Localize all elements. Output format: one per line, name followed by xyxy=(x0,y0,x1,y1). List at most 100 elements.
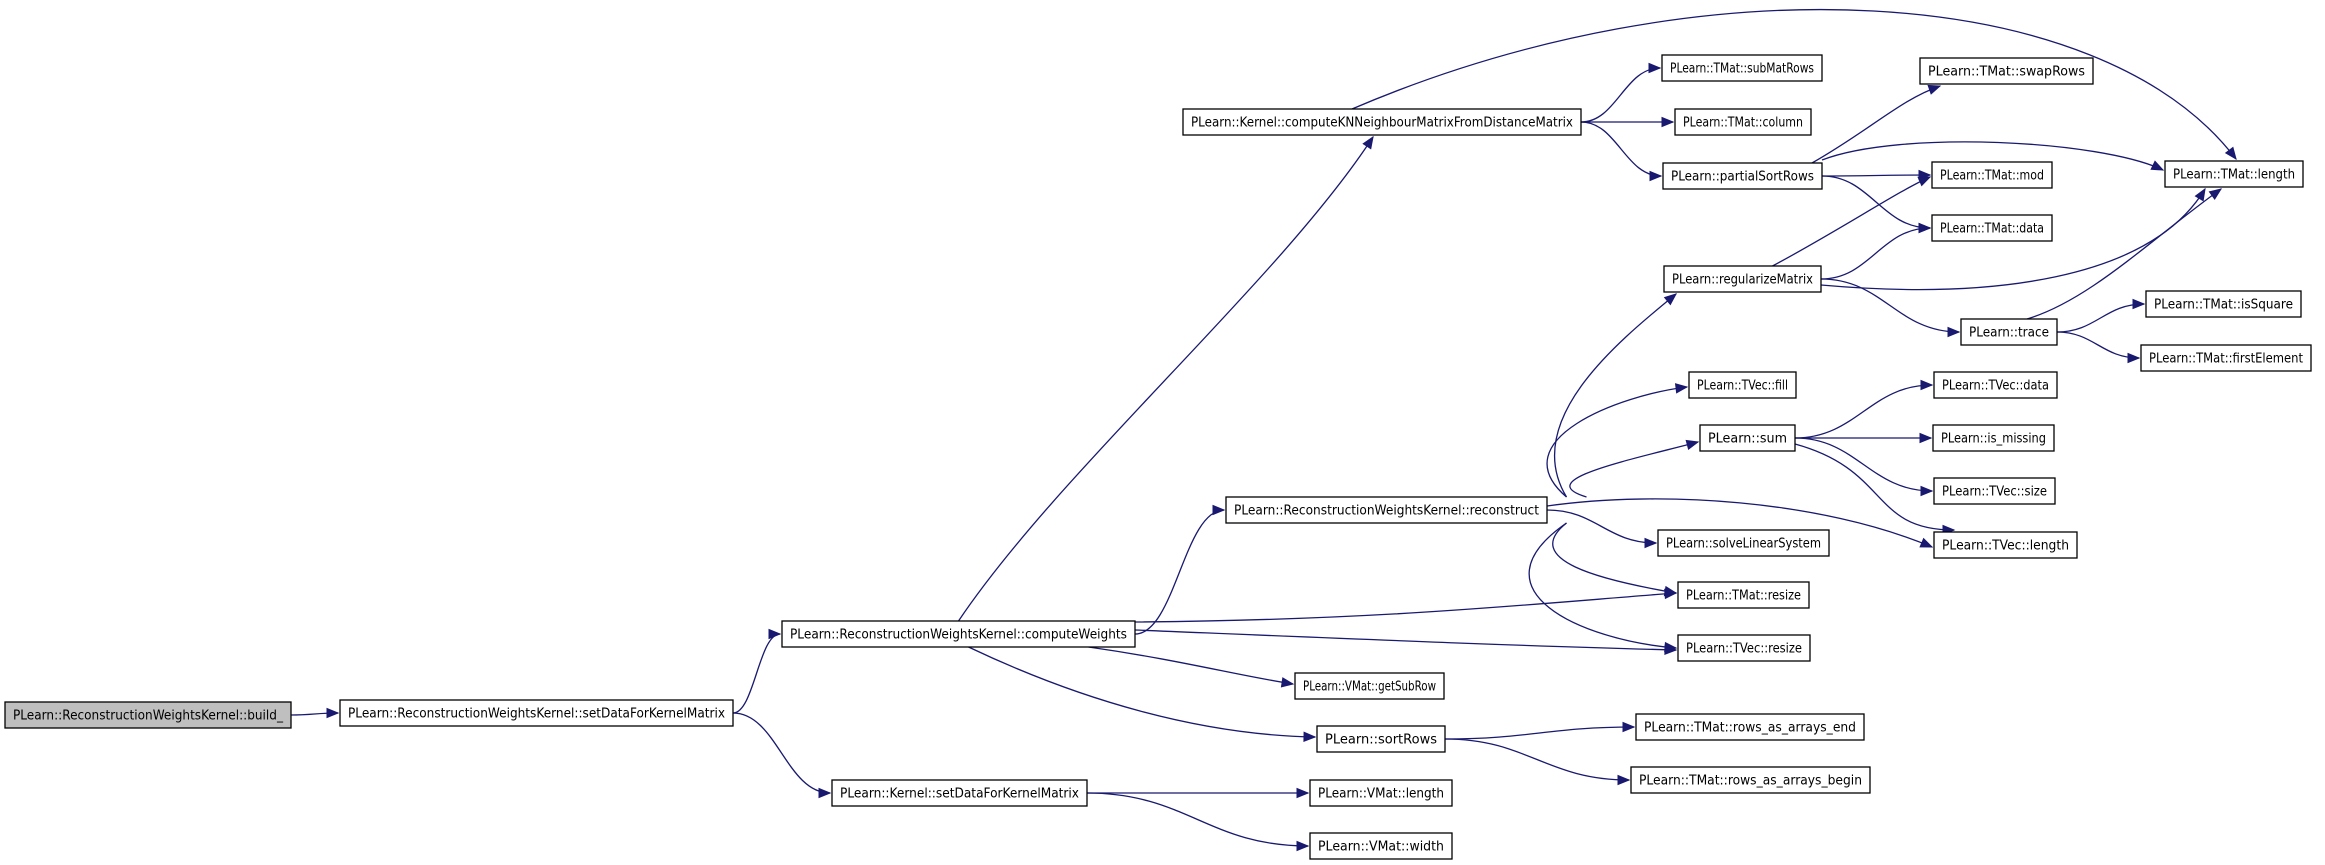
node-box[interactable] xyxy=(4,701,292,729)
node-box[interactable] xyxy=(1677,634,1811,662)
node-sortRows[interactable]: PLearn::sortRows xyxy=(1316,725,1446,753)
edge-setData-to-computeWeights xyxy=(732,633,781,714)
node-box[interactable] xyxy=(1309,832,1453,860)
node-label: PLearn::TVec::length xyxy=(1942,539,2069,554)
node-box[interactable] xyxy=(1657,529,1830,557)
node-box[interactable] xyxy=(1931,161,2053,189)
edge-partialSortRows-to-tmatMod xyxy=(1821,174,1931,177)
node-label: PLearn::TMat::isSquare xyxy=(2154,298,2293,313)
node-label: PLearn::TMat::rows_as_arrays_end xyxy=(1644,721,1856,736)
node-computeWeights[interactable]: PLearn::ReconstructionWeightsKernel::com… xyxy=(781,620,1136,648)
node-sum[interactable]: PLearn::sum xyxy=(1699,424,1796,452)
node-label: PLearn::sum xyxy=(1708,432,1787,447)
node-rowsBegin[interactable]: PLearn::TMat::rows_as_arrays_begin xyxy=(1630,766,1871,794)
node-regularizeMatrix[interactable]: PLearn::regularizeMatrix xyxy=(1663,265,1822,293)
node-box[interactable] xyxy=(1674,108,1812,136)
node-box[interactable] xyxy=(1661,54,1823,82)
node-box[interactable] xyxy=(1932,424,2055,452)
node-setData[interactable]: PLearn::ReconstructionWeightsKernel::set… xyxy=(339,699,734,727)
node-label: PLearn::VMat::width xyxy=(1318,840,1444,855)
edge-arrowhead xyxy=(1661,116,1675,128)
edge-arrowhead xyxy=(2224,146,2237,161)
node-computeKNN[interactable]: PLearn::Kernel::computeKNNeighbourMatrix… xyxy=(1182,108,1582,136)
node-box[interactable] xyxy=(1933,477,2056,505)
node-label: PLearn::TMat::rows_as_arrays_begin xyxy=(1639,774,1862,789)
node-tvecResize[interactable]: PLearn::TVec::resize xyxy=(1677,634,1811,662)
call-graph-edges xyxy=(290,8,2237,852)
node-firstElement[interactable]: PLearn::TMat::firstElement xyxy=(2140,344,2312,372)
node-box[interactable] xyxy=(1931,214,2053,242)
node-reconstruct[interactable]: PLearn::ReconstructionWeightsKernel::rec… xyxy=(1225,496,1548,524)
node-label: PLearn::TVec::fill xyxy=(1697,379,1788,394)
node-kernelSetData[interactable]: PLearn::Kernel::setDataForKernelMatrix xyxy=(831,779,1088,807)
node-box[interactable] xyxy=(2164,160,2304,188)
edge-arrowhead xyxy=(1362,135,1374,150)
node-box[interactable] xyxy=(1688,371,1797,399)
node-tvecFill[interactable]: PLearn::TVec::fill xyxy=(1688,371,1797,399)
node-solveLinearSystem[interactable]: PLearn::solveLinearSystem xyxy=(1657,529,1830,557)
node-vmatWidth[interactable]: PLearn::VMat::width xyxy=(1309,832,1453,860)
node-tvecSize[interactable]: PLearn::TVec::size xyxy=(1933,477,2056,505)
node-label: PLearn::ReconstructionWeightsKernel::bui… xyxy=(13,709,283,724)
node-rowsEnd[interactable]: PLearn::TMat::rows_as_arrays_end xyxy=(1635,713,1865,741)
node-box[interactable] xyxy=(1960,318,2058,346)
node-box[interactable] xyxy=(1663,265,1822,293)
node-box[interactable] xyxy=(1635,713,1865,741)
node-box[interactable] xyxy=(1630,766,1871,794)
edge-arrowhead xyxy=(1303,731,1317,743)
node-label: PLearn::TMat::swapRows xyxy=(1928,65,2085,80)
node-label: PLearn::VMat::getSubRow xyxy=(1303,680,1436,695)
edge-arrowhead xyxy=(1617,774,1631,786)
node-label: PLearn::TMat::data xyxy=(1940,222,2044,237)
node-trace[interactable]: PLearn::trace xyxy=(1960,318,2058,346)
node-box[interactable] xyxy=(1182,108,1582,136)
node-box[interactable] xyxy=(1225,496,1548,524)
node-box[interactable] xyxy=(2140,344,2312,372)
node-box[interactable] xyxy=(1933,371,2058,399)
node-box[interactable] xyxy=(1309,779,1453,807)
edge-arrowhead xyxy=(1280,677,1295,688)
edge-computeKNN-to-subMatRows xyxy=(1580,67,1661,123)
edge-arrowhead xyxy=(1212,504,1226,516)
node-box[interactable] xyxy=(831,779,1088,807)
node-isMissing[interactable]: PLearn::is_missing xyxy=(1932,424,2055,452)
node-tmatLength[interactable]: PLearn::TMat::length xyxy=(2164,160,2304,188)
edge-arrowhead xyxy=(1649,170,1663,182)
edge-trace-to-firstElement xyxy=(2056,331,2140,359)
node-box[interactable] xyxy=(1919,57,2094,85)
edge-computeKNN-to-partialSortRows xyxy=(1580,121,1662,177)
node-tmatResize[interactable]: PLearn::TMat::resize xyxy=(1677,581,1810,609)
node-subMatRows[interactable]: PLearn::TMat::subMatRows xyxy=(1661,54,1823,82)
node-vmatGetSubRow[interactable]: PLearn::VMat::getSubRow xyxy=(1294,672,1445,700)
node-label: PLearn::TMat::mod xyxy=(1940,169,2044,184)
node-tvecData[interactable]: PLearn::TVec::data xyxy=(1933,371,2058,399)
node-box[interactable] xyxy=(781,620,1136,648)
edge-sum-to-tvecData xyxy=(1794,384,1933,439)
node-build[interactable]: PLearn::ReconstructionWeightsKernel::bui… xyxy=(4,701,292,729)
node-box[interactable] xyxy=(1933,531,2078,559)
node-box[interactable] xyxy=(1662,162,1823,190)
node-box[interactable] xyxy=(339,699,734,727)
edge-reconstruct-to-solveLinearSystem xyxy=(1546,509,1657,544)
node-tmatMod[interactable]: PLearn::TMat::mod xyxy=(1931,161,2053,189)
node-box[interactable] xyxy=(2145,290,2302,318)
node-isSquare[interactable]: PLearn::TMat::isSquare xyxy=(2145,290,2302,318)
node-vmatLength[interactable]: PLearn::VMat::length xyxy=(1309,779,1453,807)
node-box[interactable] xyxy=(1677,581,1810,609)
node-box[interactable] xyxy=(1294,672,1445,700)
node-label: PLearn::TMat::length xyxy=(2173,168,2295,183)
node-label: PLearn::TMat::resize xyxy=(1686,589,1801,604)
edge-partialSortRows-to-tmatData xyxy=(1821,175,1931,229)
edge-arrowhead xyxy=(1920,485,1934,497)
node-partialSortRows[interactable]: PLearn::partialSortRows xyxy=(1662,162,1823,190)
node-swapRows[interactable]: PLearn::TMat::swapRows xyxy=(1919,57,2094,85)
node-box[interactable] xyxy=(1699,424,1796,452)
node-label: PLearn::TMat::subMatRows xyxy=(1670,62,1814,77)
node-label: PLearn::TMat::column xyxy=(1683,116,1803,131)
node-tmatData[interactable]: PLearn::TMat::data xyxy=(1931,214,2053,242)
node-box[interactable] xyxy=(1316,725,1446,753)
node-tvecLength[interactable]: PLearn::TVec::length xyxy=(1933,531,2078,559)
edge-arrowhead xyxy=(1919,432,1933,444)
node-column[interactable]: PLearn::TMat::column xyxy=(1674,108,1812,136)
edge-reconstruct-to-sum xyxy=(1569,441,1699,498)
